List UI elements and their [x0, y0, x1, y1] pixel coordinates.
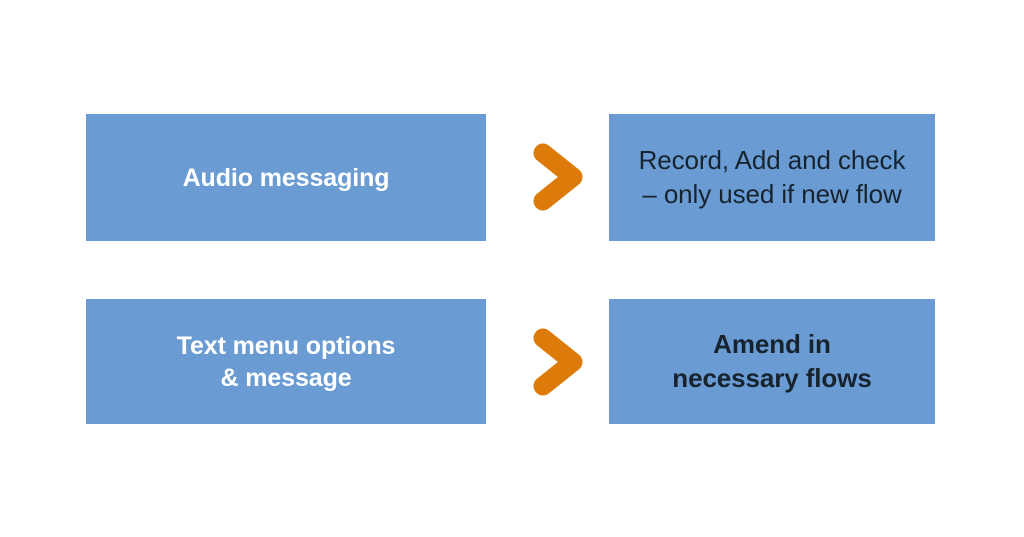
flow-node-label: Audio messaging [182, 163, 390, 192]
flow-node-source-0[interactable]: Audio messaging [86, 114, 486, 241]
flow-node-target-0[interactable]: Record, Add and check – only used if new… [609, 114, 935, 241]
chevron-right-icon [531, 326, 585, 398]
chevron-right-icon [531, 141, 585, 213]
flow-row: Text menu options & message Amend in nec… [0, 299, 1024, 424]
flow-row: Audio messaging Record, Add and check – … [0, 114, 1024, 241]
flow-node-label: Amend in necessary flows [672, 329, 872, 393]
flow-node-label: Record, Add and check – only used if new… [638, 145, 906, 209]
flow-node-target-1[interactable]: Amend in necessary flows [609, 299, 935, 424]
flow-node-source-1[interactable]: Text menu options & message [86, 299, 486, 424]
flow-node-label: Text menu options & message [176, 331, 396, 392]
